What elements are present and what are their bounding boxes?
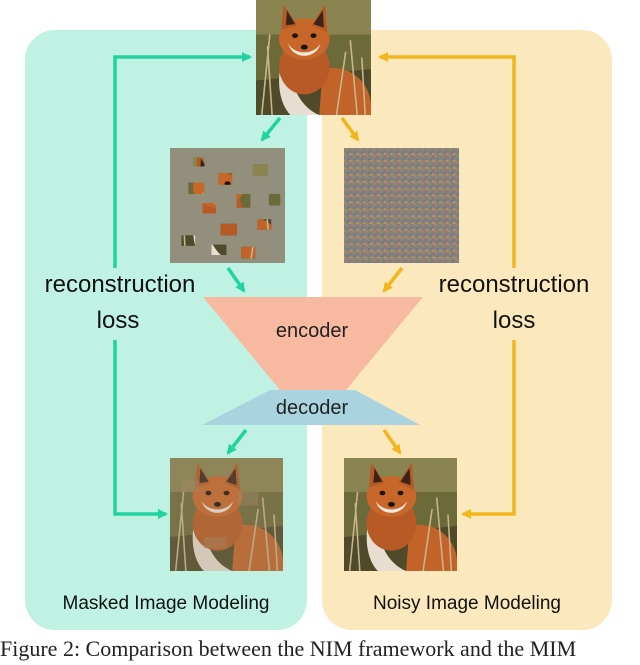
nim-encode-arrow xyxy=(382,266,404,293)
mim-loss-arrow-down xyxy=(113,340,168,519)
noisy-input-image xyxy=(344,148,459,263)
mim-decode-arrow xyxy=(226,428,248,455)
nim-panel-label: Noisy Image Modeling xyxy=(373,593,561,614)
mim-encode-arrow xyxy=(226,267,246,293)
nim-loss-arrow-up xyxy=(378,52,516,268)
nim-loss-label-line2: loss xyxy=(493,307,536,334)
nim-loss-arrow-down xyxy=(461,340,516,519)
mim-mask-arrow xyxy=(260,116,282,142)
nim-loss-label-line1: reconstruction xyxy=(439,271,590,298)
nim-noise-arrow xyxy=(340,116,360,142)
mim-loss-label-line2: loss xyxy=(97,307,140,334)
encoder-block: encoder xyxy=(203,297,423,390)
input-fox-image xyxy=(255,0,372,116)
mim-loss-arrow-up xyxy=(113,52,252,268)
decoder-label: decoder xyxy=(276,397,349,419)
mim-panel-label: Masked Image Modeling xyxy=(63,593,270,614)
masked-input-image xyxy=(170,148,285,263)
nim-arrows xyxy=(340,52,516,519)
decoder-block: decoder xyxy=(202,390,420,425)
mim-output-image xyxy=(169,457,284,572)
nim-decode-arrow xyxy=(382,429,402,455)
nim-output-image xyxy=(343,457,458,572)
mim-loss-label-line1: reconstruction xyxy=(45,271,196,298)
encoder-label: encoder xyxy=(276,320,349,342)
mim-arrows xyxy=(113,52,282,519)
figure-caption: Figure 2: Comparison between the NIM fra… xyxy=(0,636,577,661)
